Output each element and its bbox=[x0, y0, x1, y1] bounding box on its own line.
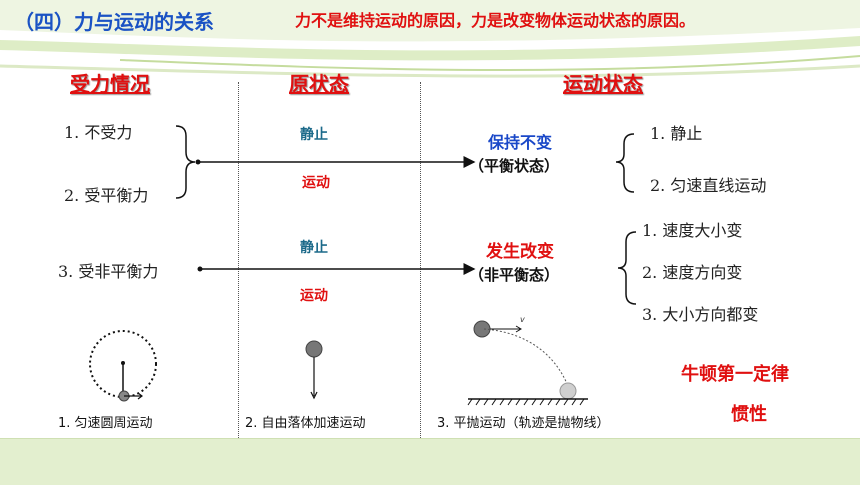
caption-projectile: 3. 平抛运动（轨迹是抛物线） bbox=[437, 416, 610, 431]
force-case-balanced: 2. 受平衡力 bbox=[64, 186, 149, 205]
column-motion: 运动状态 bbox=[563, 72, 643, 96]
footer-band bbox=[0, 438, 860, 485]
column-divider bbox=[420, 82, 421, 438]
balanced-item-uniform: 2. 匀速直线运动 bbox=[650, 176, 767, 195]
circular-motion-diagram bbox=[89, 330, 157, 402]
row2-state-rest: 静止 bbox=[300, 240, 328, 256]
result-balanced-sub: （平衡状态） bbox=[469, 157, 560, 175]
velocity-label: v bbox=[520, 315, 525, 324]
result-unbalanced-sub: （非平衡态） bbox=[469, 266, 560, 284]
column-divider bbox=[238, 82, 239, 438]
caption-free-fall: 2. 自由落体加速运动 bbox=[245, 416, 366, 431]
result-balanced-label: 保持不变 bbox=[488, 133, 553, 152]
unbalanced-item-direction: 2. 速度方向变 bbox=[642, 263, 743, 282]
column-original: 原状态 bbox=[289, 72, 349, 96]
balanced-item-rest: 1. 静止 bbox=[650, 124, 703, 143]
page-title: （四）力与运动的关系 bbox=[14, 10, 214, 34]
free-fall-diagram bbox=[305, 340, 323, 400]
projectile-diagram bbox=[467, 320, 588, 406]
row1-state-rest: 静止 bbox=[300, 127, 328, 143]
page-subtitle: 力不是维持运动的原因，力是改变物体运动状态的原因。 bbox=[295, 11, 696, 30]
unbalanced-item-both: 3. 大小方向都变 bbox=[642, 305, 759, 324]
row2-state-moving: 运动 bbox=[300, 288, 328, 304]
force-case-none: 1. 不受力 bbox=[64, 123, 133, 142]
column-force: 受力情况 bbox=[70, 72, 150, 96]
header-decoration bbox=[0, 0, 860, 78]
inertia-label: 惯性 bbox=[731, 404, 767, 425]
caption-circular: 1. 匀速圆周运动 bbox=[58, 416, 153, 431]
result-unbalanced-label: 发生改变 bbox=[486, 242, 554, 262]
force-case-unbalanced: 3. 受非平衡力 bbox=[58, 262, 159, 281]
newton-first-law: 牛顿第一定律 bbox=[681, 364, 789, 385]
row1-state-moving: 运动 bbox=[302, 175, 330, 191]
unbalanced-item-speed: 1. 速度大小变 bbox=[642, 221, 743, 240]
